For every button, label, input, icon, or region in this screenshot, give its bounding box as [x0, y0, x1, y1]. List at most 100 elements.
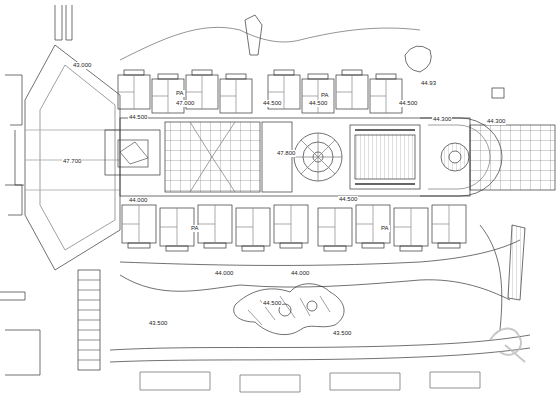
plan-stroke — [220, 79, 252, 113]
plan-stroke — [274, 205, 308, 243]
plan-stroke — [294, 133, 342, 181]
plan-stroke — [318, 208, 352, 246]
plan-stroke — [122, 205, 156, 243]
plan-stroke — [40, 65, 115, 250]
elevation-label: 44.93 — [420, 80, 437, 87]
plan-stroke — [274, 205, 291, 243]
plan-stroke — [262, 122, 292, 192]
plan-stroke — [336, 75, 368, 109]
plan-stroke — [490, 328, 521, 354]
plan-stroke — [505, 345, 525, 362]
plan-stroke — [204, 243, 226, 248]
plan-stroke — [124, 70, 144, 75]
plan-stroke — [5, 75, 22, 215]
plan-stroke — [118, 75, 134, 109]
plan-stroke — [318, 208, 335, 246]
plan-stroke — [394, 208, 411, 246]
elevation-label: 44.000 — [128, 197, 148, 204]
plan-stroke — [118, 70, 402, 113]
plan-stroke — [236, 208, 270, 246]
plan-stroke — [55, 5, 72, 40]
plan-stroke — [152, 79, 184, 113]
plan-stroke — [355, 130, 415, 184]
plan-stroke — [198, 205, 232, 243]
plan-stroke — [370, 79, 386, 113]
plan-stroke — [356, 205, 373, 243]
plan-stroke — [165, 122, 260, 192]
elevation-label: 44.300 — [486, 118, 506, 125]
plan-stroke — [128, 243, 150, 248]
plan-stroke — [449, 151, 461, 163]
elevation-label: PA — [380, 225, 390, 232]
plan-stroke — [336, 75, 352, 109]
plan-stroke — [370, 79, 402, 113]
plan-stroke — [120, 118, 470, 196]
elevation-label: 47.000 — [175, 100, 195, 107]
plan-stroke — [400, 246, 422, 251]
plan-stroke — [470, 125, 555, 190]
elevation-label: PA — [190, 225, 200, 232]
elevation-label: 44.500 — [262, 100, 282, 107]
elevation-label: 44.500 — [398, 100, 418, 107]
plan-stroke — [234, 284, 344, 335]
plan-stroke — [432, 205, 449, 243]
plan-stroke — [308, 74, 328, 79]
plan-stroke — [245, 15, 262, 55]
elevation-label: 47.700 — [62, 158, 82, 165]
plan-stroke — [122, 205, 466, 251]
plan-stroke — [120, 142, 148, 164]
plan-stroke — [405, 46, 431, 72]
plan-stroke — [120, 275, 510, 300]
plan-stroke — [78, 270, 100, 370]
plan-stroke — [110, 335, 530, 350]
plan-stroke — [192, 70, 212, 75]
plan-stroke — [220, 79, 236, 113]
plan-stroke — [307, 301, 317, 311]
elevation-label: 43.000 — [72, 62, 92, 69]
plan-stroke — [274, 70, 294, 75]
elevation-label: PA — [175, 90, 185, 97]
plan-stroke — [105, 130, 160, 175]
plan-stroke — [294, 133, 342, 181]
plan-stroke — [438, 243, 460, 248]
plan-stroke — [160, 208, 194, 246]
plan-stroke — [342, 70, 362, 75]
plan-stroke — [492, 88, 504, 98]
plan-stroke — [356, 205, 390, 243]
plan-stroke — [25, 45, 120, 270]
elevation-label: PA — [320, 92, 330, 99]
elevation-label: 47.800 — [276, 150, 296, 157]
plan-stroke — [362, 243, 384, 248]
plan-stroke — [118, 75, 150, 109]
plan-stroke — [242, 246, 264, 251]
plan-stroke — [198, 205, 215, 243]
plan-stroke — [166, 246, 188, 251]
plan-stroke — [394, 208, 428, 246]
plan-stroke — [120, 27, 420, 60]
plan-stroke — [490, 328, 525, 362]
plan-stroke — [248, 296, 330, 325]
plan-stroke — [78, 280, 100, 360]
plan-stroke — [280, 243, 302, 248]
plan-stroke — [160, 208, 177, 246]
elevation-label: 44.000 — [214, 270, 234, 277]
plan-stroke — [441, 143, 469, 171]
elevation-label: 43.500 — [332, 330, 352, 337]
plan-stroke — [158, 74, 178, 79]
plan-stroke — [376, 74, 396, 79]
plan-stroke — [152, 79, 168, 113]
elevation-label: 44.500 — [338, 196, 358, 203]
plan-stroke — [118, 140, 148, 167]
plan-stroke — [190, 122, 235, 192]
plan-stroke — [480, 225, 502, 330]
plan-stroke — [432, 205, 466, 243]
plan-stroke — [508, 225, 525, 300]
plan-stroke — [355, 135, 415, 179]
plan-stroke — [236, 208, 253, 246]
plan-stroke — [122, 205, 139, 243]
plan-stroke — [0, 292, 40, 375]
plan-stroke — [120, 240, 520, 265]
plan-stroke — [25, 130, 120, 190]
plan-stroke — [110, 348, 530, 362]
